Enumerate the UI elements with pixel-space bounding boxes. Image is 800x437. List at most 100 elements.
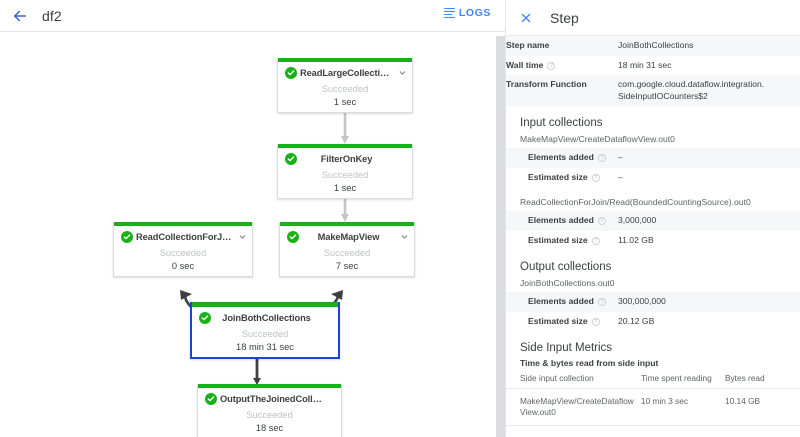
graph-node-read-collection-for-join[interactable]: ReadCollectionForJoin Succeeded 0 sec xyxy=(113,222,253,277)
node-header: FilterOnKey xyxy=(278,148,412,169)
chevron-down-icon[interactable] xyxy=(238,232,247,241)
input-collection-name: ReadCollectionForJoin/Read(BoundedCounti… xyxy=(520,197,751,207)
step-summary-table: Step name JoinBothCollections Wall time?… xyxy=(506,36,800,106)
job-graph-panel: df2 LOGS xyxy=(0,0,505,437)
table-row: Estimated size? 11.02 GB xyxy=(506,231,800,251)
help-icon[interactable]: ? xyxy=(597,154,606,162)
input-collections-title: Input collections xyxy=(520,117,603,129)
node-title: FilterOnKey xyxy=(320,153,373,164)
graph-node-join-both-collections[interactable]: JoinBothCollections Succeeded 18 min 31 … xyxy=(190,302,340,359)
row-value: – xyxy=(618,171,623,182)
node-status-bar xyxy=(198,384,341,388)
cell-time: 10 min 3 sec xyxy=(641,388,725,426)
spacer xyxy=(506,187,800,196)
node-status: Succeeded xyxy=(241,329,289,339)
check-circle-icon xyxy=(205,392,217,405)
table-row: Transform Function com.google.cloud.data… xyxy=(506,75,800,106)
output-collections-title: Output collections xyxy=(520,261,612,273)
node-title: ReadLargeCollectionFr… xyxy=(300,67,396,78)
check-circle-icon xyxy=(199,311,211,324)
node-status-bar xyxy=(278,58,412,62)
help-icon[interactable]: ? xyxy=(591,317,600,326)
node-title: JoinBothCollections xyxy=(222,312,311,323)
row-value: 11.02 GB xyxy=(618,234,654,245)
node-status-bar xyxy=(114,222,252,226)
row-key: Estimated size? xyxy=(506,168,618,188)
row-key: Wall time? xyxy=(506,56,618,76)
row-key: Transform Function xyxy=(506,79,587,89)
graph-node-read-large-collection[interactable]: ReadLargeCollectionFr… Succeeded 1 sec xyxy=(277,58,413,113)
help-icon[interactable]: ? xyxy=(591,173,600,182)
row-key: Estimated size? xyxy=(506,231,618,251)
chevron-down-icon[interactable] xyxy=(398,68,407,77)
node-status-bar xyxy=(278,144,412,148)
output-collection-name: JoinBothCollections.out0 xyxy=(520,278,615,288)
column-header-collection: Side input collection xyxy=(506,370,641,389)
table-row: Step name JoinBothCollections xyxy=(506,36,800,56)
node-time: 1 sec xyxy=(333,183,357,193)
node-title: MakeMapView xyxy=(317,231,380,242)
help-icon[interactable]: ? xyxy=(597,298,606,306)
chevron-down-icon[interactable] xyxy=(400,232,409,241)
row-value: – xyxy=(618,152,623,162)
row-value: com.google.cloud.dataflow.integration. S… xyxy=(618,79,765,101)
row-value: 300,000,000 xyxy=(618,296,666,306)
cell-bytes: 10.14 GB xyxy=(725,388,800,426)
node-header: OutputTheJoinedCollec… xyxy=(198,388,341,409)
row-value: 3,000,000 xyxy=(618,215,657,225)
graph-node-make-map-view[interactable]: MakeMapView Succeeded 7 sec xyxy=(279,222,415,277)
check-circle-icon xyxy=(287,230,299,243)
table-row: Elements added? 3,000,000 xyxy=(506,211,800,231)
job-toolbar: df2 LOGS xyxy=(0,0,505,32)
node-status: Succeeded xyxy=(159,248,207,258)
close-icon[interactable] xyxy=(517,9,535,27)
node-header: ReadLargeCollectionFr… xyxy=(278,62,412,83)
node-status-bar xyxy=(192,302,338,307)
job-title: df2 xyxy=(42,7,62,24)
table-row: Estimated size? 20.12 GB xyxy=(506,312,800,332)
table-row: Wall time? 18 min 31 sec xyxy=(506,56,800,76)
step-panel-body[interactable]: Step name JoinBothCollections Wall time?… xyxy=(506,36,800,437)
check-circle-icon xyxy=(285,152,297,165)
table-row: Elements added? 300,000,000 xyxy=(506,292,800,312)
row-value: 18 min 31 sec xyxy=(618,59,672,70)
side-input-metrics-table: Side input collection Time spent reading… xyxy=(506,370,800,426)
output-collection-table-0: Elements added? 300,000,000 Estimated si… xyxy=(506,292,800,331)
input-collection-name: MakeMapView/CreateDataflowView.out0 xyxy=(520,134,675,144)
side-input-metrics-title: Side Input Metrics xyxy=(520,342,613,354)
node-time: 7 sec xyxy=(335,261,359,271)
help-icon[interactable]: ? xyxy=(547,61,556,70)
row-key: Elements added? xyxy=(506,292,618,312)
logs-icon xyxy=(443,7,455,19)
node-time: 18 sec xyxy=(255,423,284,433)
node-status: Succeeded xyxy=(321,84,369,94)
node-status: Succeeded xyxy=(321,170,369,180)
node-title: ReadCollectionForJoin xyxy=(136,231,236,242)
node-status-bar xyxy=(280,222,414,226)
logs-button[interactable]: LOGS xyxy=(443,7,491,19)
scrollbar-thumb[interactable] xyxy=(496,36,505,437)
graph-vertical-scrollbar[interactable] xyxy=(496,36,505,437)
table-row: MakeMapView/CreateDataflow View.out0 10 … xyxy=(506,388,800,426)
node-header: MakeMapView xyxy=(280,226,414,247)
job-graph-canvas[interactable]: ReadLargeCollectionFr… Succeeded 1 sec F… xyxy=(0,32,505,437)
node-time: 18 min 31 sec xyxy=(236,342,294,352)
node-header: ReadCollectionForJoin xyxy=(114,226,252,247)
node-time: 1 sec xyxy=(333,97,357,107)
graph-node-output-the-joined-collection[interactable]: OutputTheJoinedCollec… Succeeded 18 sec xyxy=(197,384,342,437)
help-icon[interactable]: ? xyxy=(591,236,600,245)
table-row: Elements added? – xyxy=(506,148,800,168)
node-status: Succeeded xyxy=(246,410,293,420)
back-arrow-icon[interactable] xyxy=(6,2,34,30)
column-header-time: Time spent reading xyxy=(641,370,725,389)
graph-node-filter-on-key[interactable]: FilterOnKey Succeeded 1 sec xyxy=(277,144,413,199)
row-value: 20.12 GB xyxy=(618,315,655,326)
row-key: Elements added? xyxy=(506,148,618,168)
step-panel-header: Step xyxy=(506,0,800,36)
input-collection-table-0: Elements added? – Estimated size? – xyxy=(506,148,800,187)
row-key: Step name xyxy=(506,40,550,50)
table-header-row: Side input collection Time spent reading… xyxy=(506,370,800,389)
check-circle-icon xyxy=(285,66,297,79)
help-icon[interactable]: ? xyxy=(597,217,606,225)
